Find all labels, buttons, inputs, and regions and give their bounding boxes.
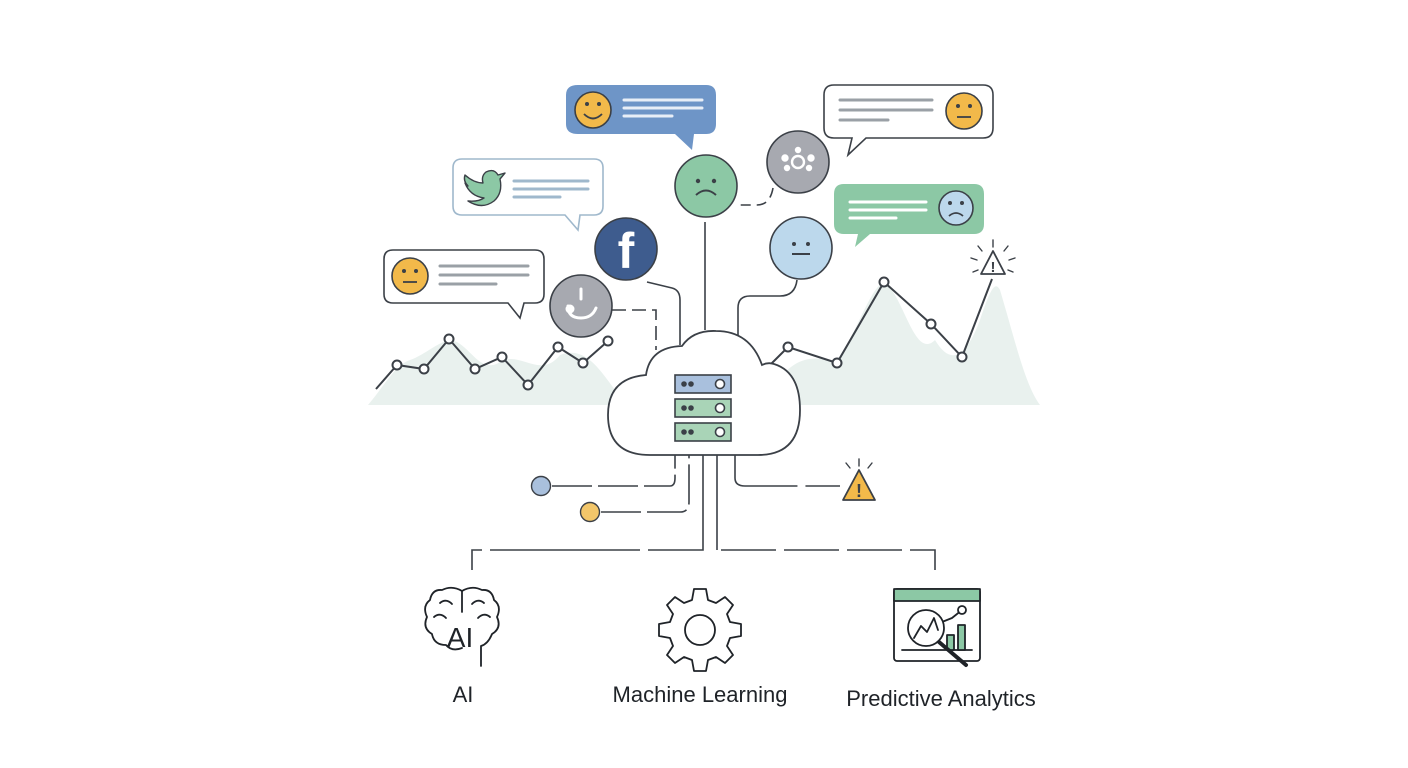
left-trend-line xyxy=(375,337,609,390)
neutral-face-icon xyxy=(391,257,429,295)
caption-machine-learning: Machine Learning xyxy=(612,682,788,707)
neutral-face-icon xyxy=(792,242,810,255)
trend-point xyxy=(418,363,430,375)
gear-icon xyxy=(658,588,742,672)
server-rack xyxy=(674,374,732,442)
trend-point xyxy=(782,341,794,353)
trend-point xyxy=(878,276,890,288)
happy-face-icon xyxy=(574,91,612,129)
server-unit xyxy=(674,422,732,442)
neutral-face-circle xyxy=(769,216,833,280)
connector-top-gray-circle xyxy=(735,187,774,206)
connector-facebook xyxy=(646,281,681,345)
connector-gray-face xyxy=(612,309,657,350)
brain-icon: AI xyxy=(424,586,500,667)
connector-blue-face xyxy=(737,279,798,335)
connector-blue-dot xyxy=(552,455,676,487)
speech-bubble-neutral-left xyxy=(383,249,545,320)
network-nodes-icon xyxy=(781,146,815,172)
speech-bubble-neutral-top xyxy=(823,84,994,158)
trend-point xyxy=(496,351,508,363)
twitter-bird-icon xyxy=(463,169,506,207)
trend-point xyxy=(552,341,564,353)
analytics-magnifier-icon xyxy=(893,588,981,667)
caption-ai: AI xyxy=(452,682,474,707)
trend-point xyxy=(522,379,534,391)
server-unit xyxy=(674,374,732,394)
left-trend-area xyxy=(368,340,618,405)
sad-face-circle xyxy=(674,154,738,218)
sad-face-icon xyxy=(695,178,717,196)
connector-lines xyxy=(471,187,936,570)
warning-mark: ! xyxy=(991,259,996,276)
trend-point xyxy=(391,359,403,371)
trend-point xyxy=(602,335,614,347)
server-unit xyxy=(674,398,732,418)
speech-bubble-sad xyxy=(834,184,984,247)
warning-icon: ! xyxy=(970,239,1016,276)
reaction-circle xyxy=(549,274,613,338)
left-trend-chart xyxy=(368,333,618,405)
sad-face-icon xyxy=(938,190,974,226)
data-node-orange xyxy=(579,501,601,523)
caption-predictive-analytics: Predictive Analytics xyxy=(846,686,1036,711)
speech-bubble-happy xyxy=(566,85,716,150)
cloud-server-icon xyxy=(607,330,801,456)
warning-mark: ! xyxy=(856,481,862,501)
reaction-icon xyxy=(565,287,598,320)
facebook-icon: f xyxy=(618,223,635,279)
connector-trunk-right xyxy=(721,549,936,570)
trend-point xyxy=(925,318,937,330)
facebook-circle: f xyxy=(594,217,658,281)
trend-point xyxy=(956,351,968,363)
connector-trunk-left xyxy=(471,455,704,570)
trend-point xyxy=(469,363,481,375)
right-trend-points xyxy=(782,276,968,369)
left-trend-points xyxy=(391,333,614,391)
connector-orange-dot xyxy=(601,455,690,513)
warning-icon: ! xyxy=(842,458,876,501)
network-circle xyxy=(766,130,830,194)
speech-bubble-twitter xyxy=(452,158,604,232)
right-trend-chart xyxy=(765,276,1040,405)
neutral-face-icon xyxy=(945,92,983,130)
right-trend-area xyxy=(765,282,1040,405)
trend-point xyxy=(831,357,843,369)
connector-warning xyxy=(734,455,840,487)
data-node-blue xyxy=(530,475,552,497)
trend-point xyxy=(443,333,455,345)
trend-point xyxy=(577,357,589,369)
brain-label: AI xyxy=(447,622,473,653)
